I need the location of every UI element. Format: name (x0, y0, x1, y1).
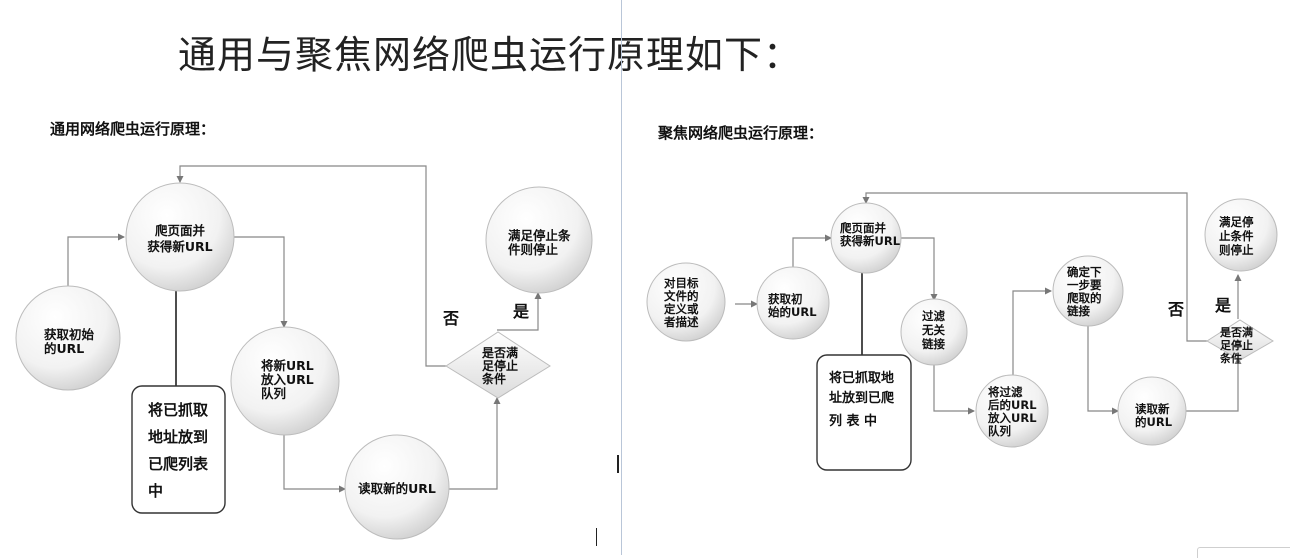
right-target-line-3: 定义或 (664, 302, 699, 316)
left-node-check: 是否满 足停止 条件 (445, 331, 551, 399)
left-enqueue-line-1: 将新URL (261, 358, 314, 373)
left-read-line-1: 读取新的URL (358, 481, 436, 496)
left-check-line-1: 是否满 (481, 345, 518, 360)
left-flowchart (67, 165, 542, 493)
right-crawl-line-1: 爬页面并 (839, 221, 886, 235)
right-read-line-2: 的URL (1135, 415, 1173, 429)
right-check-line-3: 条件 (1219, 351, 1242, 365)
left-node-read: 读取新的URL (344, 434, 450, 540)
edge-init-to-crawl (67, 233, 125, 287)
right-node-crawl: 爬页面并 获得新URL (830, 202, 902, 274)
right-node-read: 读取新 的URL (1117, 376, 1187, 446)
left-store-line-1: 将已抓取 (148, 401, 209, 419)
left-crawl-line-1: 爬页面并 (154, 223, 206, 238)
right-stop-line-2: 止条件 (1219, 229, 1254, 243)
right-node-decide: 确定下 一步要 爬取的 链接 (1052, 255, 1124, 327)
right-store-line-1: 将已抓取地 (829, 370, 894, 386)
right-node-enqueue: 将过滤 后的URL 放入URL 队列 (975, 374, 1049, 448)
right-store-line-3: 列 表 中 (829, 413, 877, 429)
page-title: 通用与聚焦网络爬虫运行原理如下： (178, 33, 803, 77)
edge-read-to-check (1186, 357, 1242, 412)
text-cursor-mark (617, 455, 619, 473)
right-subtitle: 聚焦网络爬虫运行原理： (658, 124, 824, 142)
right-check-line-1: 是否满 (1219, 325, 1253, 339)
left-check-line-2: 足停止 (482, 358, 518, 373)
edge-enqueue-to-decide (1012, 287, 1052, 378)
edge-check-no-to-crawl (862, 192, 1207, 342)
right-flowchart (735, 192, 1242, 415)
right-init-line-1: 获取初 (768, 292, 803, 306)
edge-filter-to-enqueue (933, 365, 975, 415)
text-cursor-mark-2 (596, 528, 597, 546)
right-enqueue-line-1: 将过滤 (988, 385, 1023, 399)
right-target-line-4: 者描述 (663, 315, 699, 329)
edge-init-to-crawl (792, 234, 832, 268)
corner-widget (1197, 547, 1290, 558)
right-target-line-1: 对目标 (664, 276, 699, 290)
left-store-line-2: 地址放到 (148, 428, 208, 446)
left-crawl-line-2: 获得新URL (147, 239, 212, 254)
right-stop-line-1: 满足停 (1219, 215, 1254, 229)
left-subtitle: 通用网络爬虫运行原理： (50, 120, 216, 138)
right-target-line-2: 文件的 (664, 289, 699, 303)
right-check-line-2: 足停止 (1220, 338, 1253, 352)
right-filter-line-3: 链接 (922, 337, 945, 351)
right-node-check: 是否满 足停止 条件 (1206, 319, 1274, 365)
right-filter-line-2: 无关 (921, 323, 945, 337)
edge-check-yes-to-stop (497, 292, 542, 331)
left-check-line-3: 条件 (481, 371, 506, 386)
left-stop-line-1: 满足停止条 (508, 228, 571, 243)
left-store-line-3: 已爬列表 (148, 455, 209, 473)
edge-crawl-to-filter (898, 237, 938, 301)
left-node-crawl: 爬页面并 获得新URL (125, 182, 235, 292)
left-store-line-4: 中 (148, 482, 163, 500)
left-yes-label: 是 (512, 302, 529, 321)
right-decide-line-3: 爬取的 (1066, 291, 1102, 305)
right-store-line-2: 址放到已爬 (829, 390, 895, 406)
right-enqueue-line-3: 放入URL (987, 411, 1037, 425)
right-no-label: 否 (1167, 300, 1184, 319)
left-stop-line-2: 件则停止 (508, 242, 559, 257)
panel-divider (621, 0, 622, 555)
left-enqueue-line-2: 放入URL (260, 372, 314, 387)
left-init-line-1: 获取初始 (44, 327, 95, 342)
right-stop-line-3: 则停止 (1219, 243, 1254, 257)
left-init-line-2: 的URL (44, 341, 84, 356)
right-yes-label: 是 (1214, 296, 1231, 315)
right-read-line-1: 读取新 (1135, 402, 1170, 416)
right-enqueue-line-2: 后的URL (988, 398, 1037, 412)
right-decide-line-1: 确定下 (1067, 265, 1102, 279)
right-filter-line-1: 过滤 (922, 309, 945, 323)
edge-crawl-to-enqueue (233, 236, 288, 328)
left-node-enqueue: 将新URL 放入URL 队列 (230, 326, 340, 436)
edge-read-to-check (446, 397, 501, 490)
right-node-init: 获取初 始的URL (756, 266, 830, 340)
left-node-stop: 满足停止条 件则停止 (485, 186, 593, 294)
edge-enqueue-to-read (283, 434, 346, 493)
right-node-stop: 满足停 止条件 则停止 (1204, 198, 1278, 272)
left-enqueue-line-3: 队列 (261, 386, 286, 401)
right-node-filter: 过滤 无关 链接 (900, 298, 968, 366)
right-decide-line-4: 链接 (1067, 304, 1090, 318)
right-node-target: 对目标 文件的 定义或 者描述 (646, 262, 726, 342)
right-crawl-line-2: 获得新URL (840, 234, 901, 248)
right-node-store: 将已抓取地 址放到已爬 列 表 中 (816, 354, 912, 471)
left-node-init: 获取初始 的URL (15, 285, 121, 391)
edge-decide-to-read (1087, 323, 1119, 415)
right-enqueue-line-4: 队列 (988, 424, 1011, 438)
right-decide-line-2: 一步要 (1067, 278, 1102, 292)
left-node-store: 将已抓取 地址放到 已爬列表 中 (131, 385, 226, 514)
left-no-label: 否 (442, 309, 459, 328)
edge-check-no-to-crawl (176, 165, 446, 367)
right-init-line-2: 始的URL (768, 305, 817, 319)
